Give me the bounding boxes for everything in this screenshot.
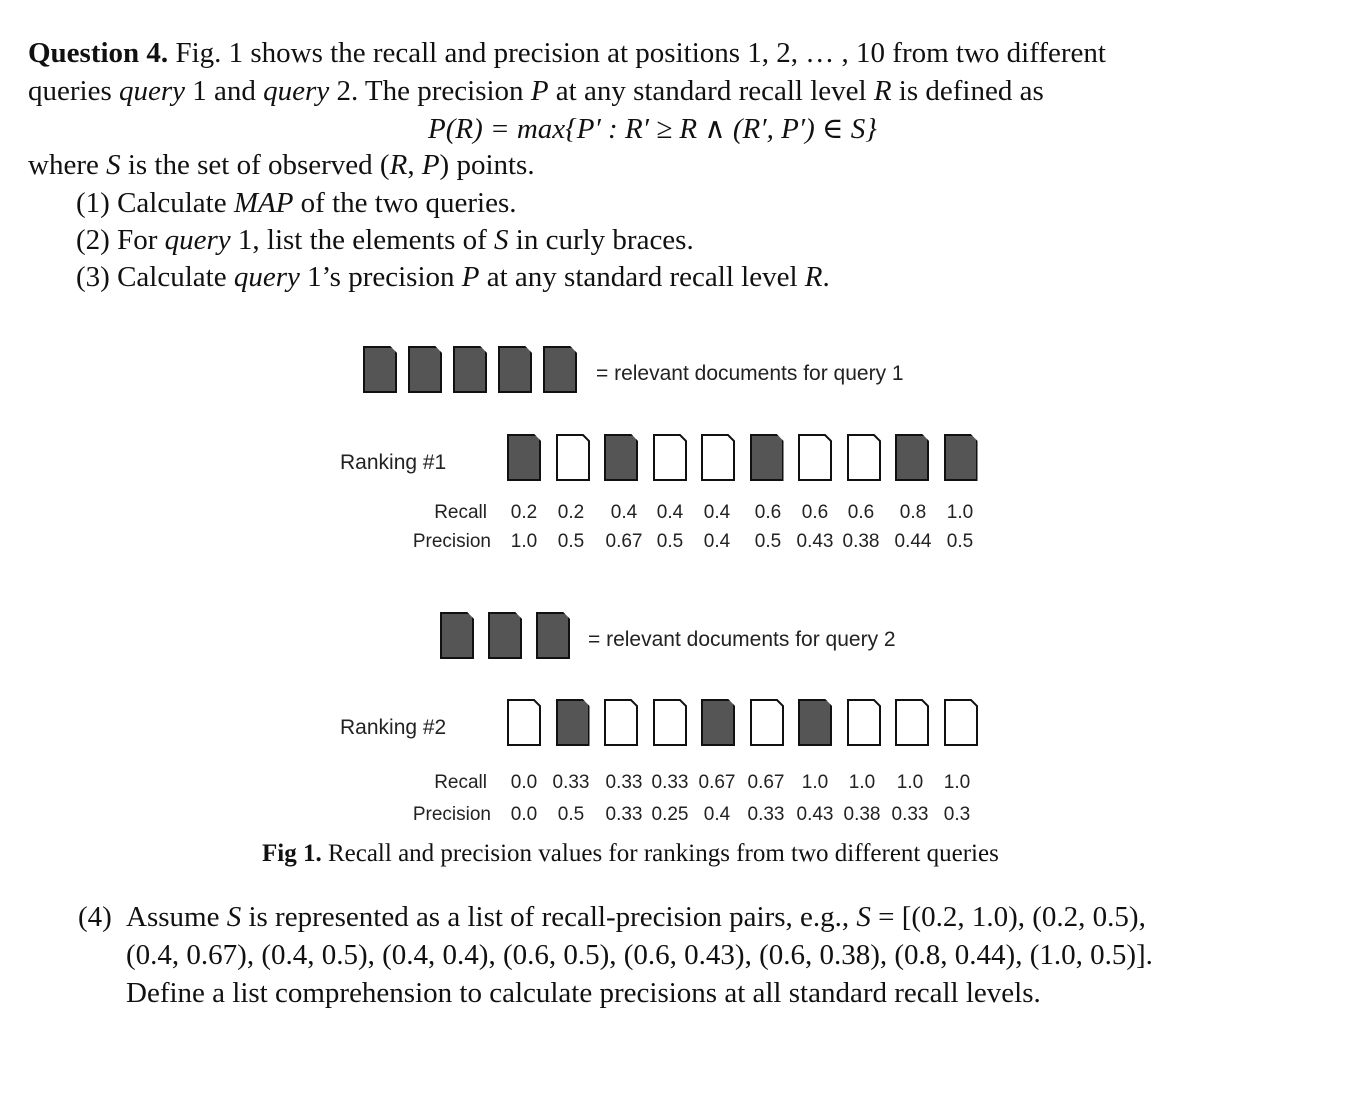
figure-caption: Fig 1. Recall and precision values for r… <box>262 840 999 867</box>
ranking-1-precision-value: 0.5 <box>656 531 684 552</box>
legend-1-text: = relevant documents for query 1 <box>596 362 904 385</box>
ranking-2-recall-value: 1.0 <box>848 772 876 793</box>
ranking-1-nonrelevant-document-icon <box>701 434 735 481</box>
sub-question-1: (1) Calculate MAP of the two queries. <box>76 187 517 219</box>
ranking-1-precision-value: 0.5 <box>754 531 782 552</box>
legend-2-document-icon <box>536 612 570 659</box>
ranking-1-recall-value: 0.6 <box>847 502 875 523</box>
question-heading: Question 4. <box>28 37 169 69</box>
ranking-2-recall-value: 0.0 <box>510 772 538 793</box>
ranking-2-precision-value: 0.43 <box>796 804 834 825</box>
ranking-1-recall-value: 0.2 <box>510 502 538 523</box>
question-line-1: Question 4. Fig. 1 shows the recall and … <box>28 37 1106 69</box>
where-line: where S is the set of observed (R, P) po… <box>28 149 535 181</box>
ranking-2-recall-value: 0.67 <box>747 772 785 793</box>
ranking-1-relevant-document-icon <box>749 434 784 481</box>
ranking-1-nonrelevant-document-icon <box>798 434 832 481</box>
ranking-1-recall-value: 0.4 <box>703 502 731 523</box>
ranking-1-recall-value: 0.4 <box>610 502 638 523</box>
legend-1-document-icon <box>453 346 487 393</box>
ranking-1-precision-label: Precision <box>412 531 491 552</box>
sub-question-4-body: Assume S is represented as a list of rec… <box>126 901 1153 1009</box>
question-block: Question 4. Fig. 1 shows the recall and … <box>28 34 1328 293</box>
ranking-2-precision-value: 0.3 <box>943 804 971 825</box>
ranking-2-recall-value: 0.67 <box>698 772 736 793</box>
ranking-2-precision-value: 0.4 <box>703 804 731 825</box>
ranking-2-label: Ranking #2 <box>340 716 447 739</box>
ranking-2-precision-value: 0.33 <box>605 804 643 825</box>
sub-question-2: (2) For query 1, list the elements of S … <box>76 224 694 256</box>
ranking-2-nonrelevant-document-icon <box>846 699 881 746</box>
ranking-1-precision-value: 1.0 <box>510 531 538 552</box>
ranking-2-nonrelevant-document-icon <box>895 699 929 746</box>
ranking-2-nonrelevant-document-icon <box>604 699 638 746</box>
ranking-1-precision-value: 0.5 <box>557 531 585 552</box>
ranking-1-recall-label: Recall <box>434 502 487 523</box>
sub-question-4: (4) Assume S is represented as a list of… <box>78 898 1328 1012</box>
legend-1-document-icon <box>543 346 577 393</box>
ranking-1-label: Ranking #1 <box>340 451 447 474</box>
ranking-2-recall-value: 0.33 <box>605 772 643 793</box>
ranking-1-relevant-document-icon <box>604 434 638 481</box>
ranking-1-precision-value: 0.4 <box>703 531 731 552</box>
sub-questions: (1) Calculate MAP of the two queries. (2… <box>76 184 830 295</box>
ranking-2-recall-value: 1.0 <box>801 772 829 793</box>
ranking-2-relevant-document-icon <box>798 699 832 746</box>
ranking-1-recall-value: 0.6 <box>801 502 829 523</box>
legend-1-document-icon <box>363 346 397 393</box>
ranking-2-recall-value: 1.0 <box>943 772 971 793</box>
ranking-2-nonrelevant-document-icon <box>943 699 978 746</box>
ranking-2-precision-value: 0.33 <box>747 804 785 825</box>
ranking-2-recall-label: Recall <box>434 772 487 793</box>
ranking-1-relevant-document-icon <box>895 434 929 481</box>
sub-question-4-number: (4) <box>78 901 112 933</box>
ranking-1-recall-value: 0.2 <box>557 502 585 523</box>
sub-question-3: (3) Calculate query 1’s precision P at a… <box>76 261 830 293</box>
ranking-2-relevant-document-icon <box>701 699 735 746</box>
ranking-1-nonrelevant-document-icon <box>555 434 590 481</box>
question-line-2: queries query 1 and query 2. The precisi… <box>28 75 1044 107</box>
ranking-1-recall-value: 0.6 <box>754 502 782 523</box>
ranking-1-precision-value: 0.67 <box>605 531 643 552</box>
ranking-1-relevant-document-icon <box>507 434 541 481</box>
ranking-2-precision-value: 0.33 <box>891 804 929 825</box>
ranking-1-relevant-document-icon <box>943 434 978 481</box>
ranking-2-precision-value: 0.38 <box>843 804 881 825</box>
ranking-1-precision-value: 0.5 <box>946 531 974 552</box>
ranking-2-recall-value: 1.0 <box>896 772 924 793</box>
ranking-1-precision-value: 0.38 <box>842 531 880 552</box>
ranking-1-precision-value: 0.44 <box>894 531 932 552</box>
legend-1-document-icon <box>498 346 532 393</box>
ranking-1-nonrelevant-document-icon <box>846 434 881 481</box>
ranking-2-recall-value: 0.33 <box>651 772 689 793</box>
precision-formula: P(R) = max{P′ : R′ ≥ R ∧ (R′, P′) ∈ S} <box>428 113 877 145</box>
ranking-2-precision-value: 0.25 <box>651 804 689 825</box>
ranking-2-recall-value: 0.33 <box>552 772 590 793</box>
ranking-1-recall-value: 1.0 <box>946 502 974 523</box>
ranking-2-precision-value: 0.5 <box>557 804 585 825</box>
ranking-2-nonrelevant-document-icon <box>652 699 687 746</box>
ranking-2-relevant-document-icon <box>555 699 590 746</box>
ranking-2-nonrelevant-document-icon <box>507 699 541 746</box>
legend-1-document-icon <box>408 346 442 393</box>
ranking-1-recall-value: 0.8 <box>899 502 927 523</box>
legend-2-document-icon <box>488 612 522 659</box>
legend-2-text: = relevant documents for query 2 <box>588 628 896 651</box>
ranking-2-precision-value: 0.0 <box>510 804 538 825</box>
ranking-1-precision-value: 0.43 <box>796 531 834 552</box>
ranking-2-precision-label: Precision <box>412 804 491 825</box>
ranking-1-recall-value: 0.4 <box>656 502 684 523</box>
ranking-1-nonrelevant-document-icon <box>652 434 687 481</box>
ranking-2-nonrelevant-document-icon <box>749 699 784 746</box>
legend-2-document-icon <box>440 612 474 659</box>
